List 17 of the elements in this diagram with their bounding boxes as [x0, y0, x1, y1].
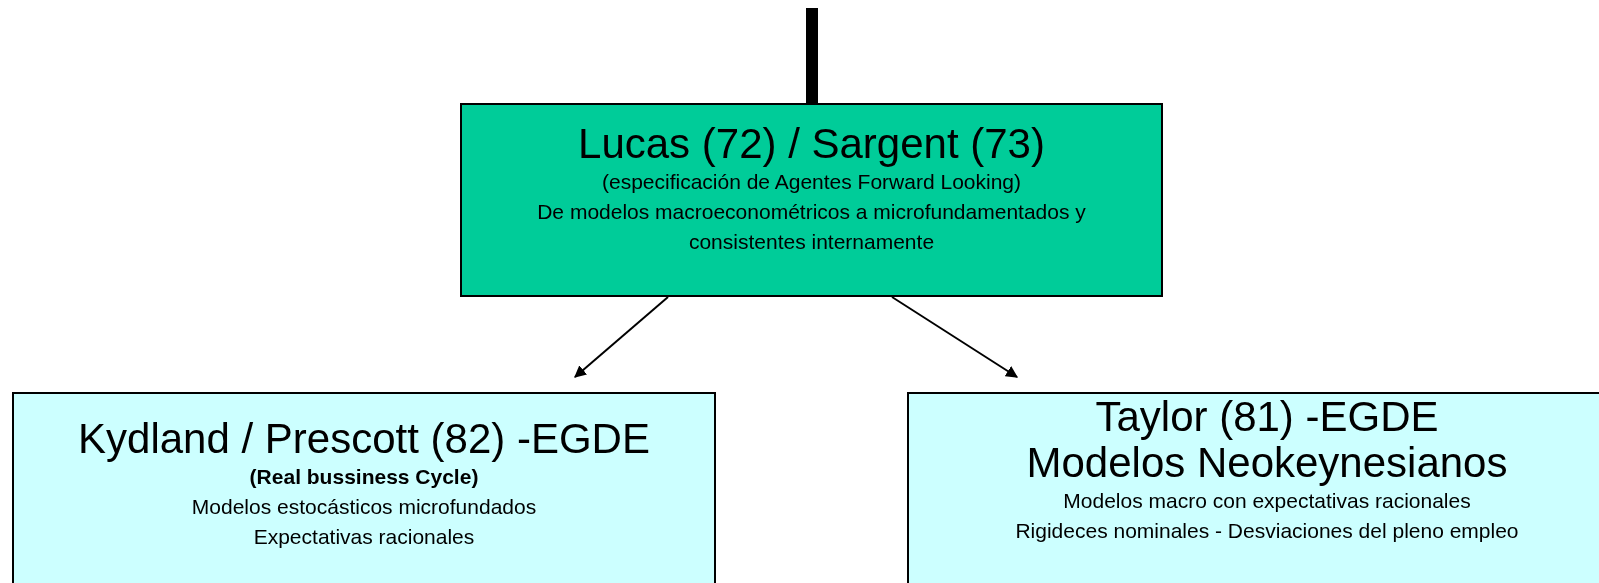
node-text: De modelos macroeconométricos a microfundamentados y consistentes internamente — [536, 199, 1087, 255]
arrow — [891, 296, 1018, 378]
node-heading: Modelos Neokeynesianos — [1026, 440, 1508, 486]
process-box — [12, 392, 716, 583]
node-text: Expectativas racionales — [253, 524, 475, 550]
process-box — [907, 392, 1599, 583]
node-text: Modelos estocásticos microfundados — [191, 494, 537, 520]
node-text: Modelos macro con expectativas racionales — [1063, 488, 1471, 514]
process-box — [460, 103, 1163, 297]
thick-line — [806, 8, 818, 103]
node-heading: Taylor (81) -EGDE — [1095, 394, 1439, 440]
node-text: (especificación de Agentes Forward Looking) — [601, 169, 1022, 195]
node-heading: Kydland / Prescott (82) -EGDE — [78, 416, 650, 462]
arrow — [574, 296, 669, 378]
node-subtitle: (Real bussiness Cycle) — [249, 464, 479, 490]
node-heading: Lucas (72) / Sargent (73) — [578, 121, 1045, 167]
node-text: Rigideces nominales - Desviaciones del pleno empleo — [1015, 518, 1519, 544]
